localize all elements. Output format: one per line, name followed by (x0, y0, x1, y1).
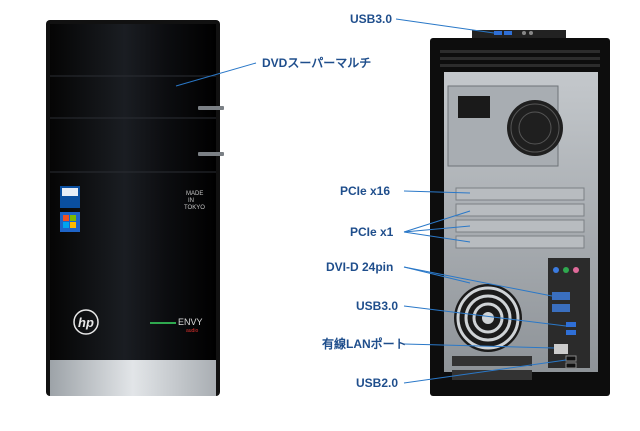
label-dvd: DVDスーパーマルチ (262, 56, 372, 70)
hp-logo-text: hp (78, 315, 94, 330)
pcie-x1-slot-2 (455, 219, 585, 233)
dvd-eject-button[interactable] (198, 106, 224, 110)
power-inlet (458, 96, 490, 118)
rear-tower (430, 30, 610, 396)
badge-line-2: IN (188, 198, 194, 204)
top-usb-port-1 (494, 31, 502, 35)
dvi-port (552, 292, 570, 300)
label-pcie-x16: PCIe x16 (340, 184, 391, 198)
pcie-x1-slot-3 (455, 235, 585, 249)
drive-eject-button[interactable] (198, 152, 224, 156)
label-pcie-x1: PCIe x1 (350, 225, 394, 239)
model-sub: audio (186, 328, 198, 334)
rear-usb2-port (565, 355, 577, 362)
label-usb2: USB2.0 (356, 376, 399, 390)
badge-line-1: MADE (186, 191, 203, 197)
front-tower: MADE IN TOKYO hp ENVY audio (46, 20, 224, 396)
pcie-x1-slot-1 (455, 203, 585, 217)
top-usb-port-2 (504, 31, 512, 35)
label-lan: 有線LANポート (322, 337, 407, 351)
pcie-x16-slot (455, 187, 585, 201)
hp-logo-icon (73, 309, 99, 335)
top-port-strip (472, 30, 566, 38)
callout-lines (175, 18, 567, 384)
label-usb3-top: USB3.0 (350, 12, 393, 26)
label-usb3-rear: USB3.0 (356, 299, 399, 313)
label-dvi: DVI-D 24pin (326, 260, 394, 274)
front-silver-base (50, 360, 216, 396)
lan-port (554, 344, 568, 354)
model-name: ENVY (178, 317, 203, 327)
psu-fan-grill (507, 100, 563, 156)
badge-line-3: TOKYO (184, 205, 205, 211)
rear-usb3-port (566, 322, 576, 327)
